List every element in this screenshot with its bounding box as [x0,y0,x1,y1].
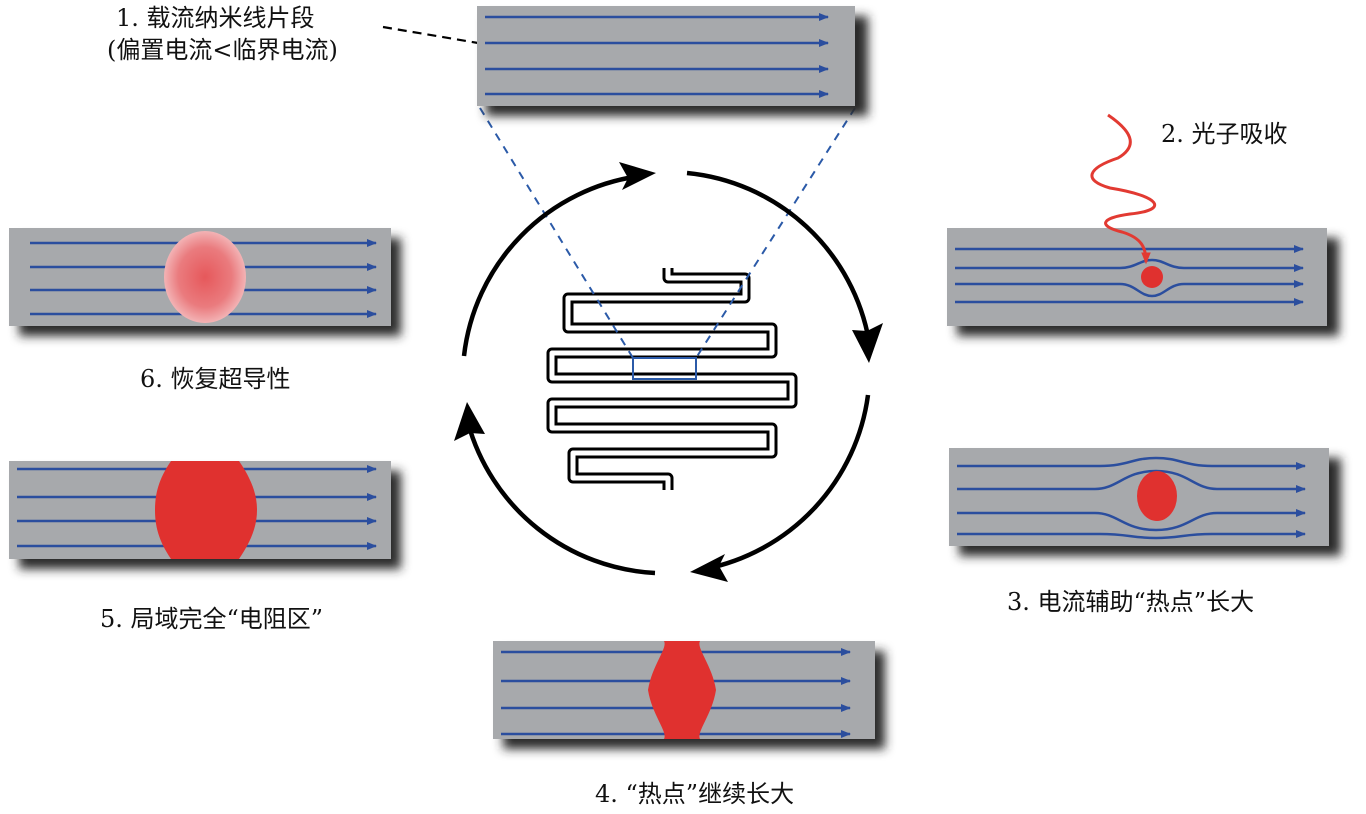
fading-hotspot [164,231,246,323]
panel-step4-hotspot-expanding [493,641,885,749]
cycle-arrows [461,170,872,576]
step1-label-line1: 1. 载流纳米线片段 [116,4,315,32]
zoom-region-marker [632,357,697,380]
zoom-guide-right [695,107,856,359]
cycle-arrow-3 [465,422,656,576]
expanding-hotspot [648,641,716,739]
initial-hotspot [1141,266,1163,288]
cycle-arrowhead-1 [852,323,883,363]
step2-label: 2. 光子吸收 [1161,120,1288,148]
zoom-guide-left [479,107,634,359]
panel-step2-photon-absorption [947,113,1339,336]
panel-step5-resistive-region [9,461,401,569]
growing-hotspot [1137,471,1177,521]
step6-label: 6. 恢复超导性 [140,365,291,393]
cycle-arrowheads [454,162,883,582]
panel-step6-recovery [9,228,401,336]
cycle-arrowhead-4 [619,162,656,190]
step1-label-line2: (偏置电流<临界电流) [107,36,338,64]
cycle-arrowhead-3 [454,402,485,441]
cycle-arrow-2 [704,394,871,572]
step4-label: 4. “热点”继续长大 [595,780,795,808]
cycle-arrow-1 [686,170,872,342]
panel-step1-nanowire-segment [477,6,868,116]
step5-label: 5. 局域完全“电阻区” [100,605,324,633]
cycle-arrowhead-2 [690,554,728,582]
photon-wave [1090,113,1156,265]
callout-leader-line [382,25,479,45]
cycle-arrow-4 [461,173,641,357]
resistive-region [155,461,257,559]
step3-label: 3. 电流辅助“热点”长大 [1007,588,1255,616]
panel-step3-hotspot-growth [949,448,1341,556]
